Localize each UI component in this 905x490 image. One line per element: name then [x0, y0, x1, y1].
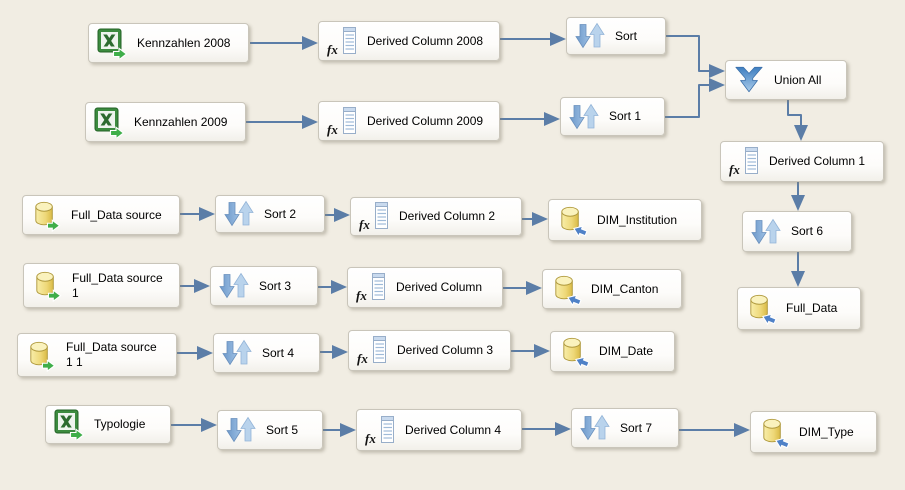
node-dim-canton[interactable]: DIM_Canton: [542, 269, 682, 309]
node-label: Derived Column 2009: [367, 113, 484, 128]
node-label: Kennzahlen 2009: [134, 114, 228, 129]
node-label: Sort 5: [266, 422, 299, 437]
node-dim-institution[interactable]: DIM_Institution: [548, 199, 702, 241]
db-destination-icon: [745, 293, 777, 325]
sort-icon: [223, 198, 255, 230]
node-sort-4[interactable]: Sort 4: [213, 333, 320, 373]
node-label: DIM_Canton: [591, 281, 659, 296]
node-sort-7[interactable]: Sort 7: [571, 408, 679, 448]
node-sort-2[interactable]: Sort 2: [215, 195, 325, 233]
node-label: DIM_Date: [599, 344, 654, 358]
db-destination-icon: [558, 336, 590, 368]
derived-column-icon: fx: [356, 335, 388, 367]
svg-text:fx: fx: [359, 217, 370, 232]
node-label: Sort 1: [609, 109, 642, 123]
node-label: Sort 3: [259, 278, 292, 293]
node-derived-column-1[interactable]: fx Derived Column 1: [720, 141, 884, 182]
sort-icon: [225, 414, 257, 446]
db-source-icon: [31, 270, 63, 302]
sort-icon: [221, 337, 253, 369]
node-typologie[interactable]: Typologie: [45, 405, 171, 444]
node-derived-column-3[interactable]: fx Derived Column 3: [348, 330, 511, 371]
db-destination-icon: [758, 416, 790, 449]
excel-source-icon: [53, 409, 85, 441]
node-label: Derived Column 2008: [367, 33, 484, 48]
connector-union-all-to-derived-column-1[interactable]: [787, 100, 808, 141]
node-full-data[interactable]: Full_Data: [737, 287, 861, 330]
derived-column-icon: fx: [728, 146, 760, 178]
sort-icon: [568, 101, 600, 133]
node-label: DIM_Institution: [597, 212, 678, 227]
node-label: DIM_Type: [799, 424, 854, 439]
svg-text:fx: fx: [356, 288, 367, 303]
node-full-data-source[interactable]: Full_Data source: [22, 195, 180, 235]
node-label: Sort 6: [791, 224, 824, 238]
node-derived-column-4[interactable]: fx Derived Column 4: [356, 409, 522, 451]
sort-icon: [579, 412, 611, 444]
connector-sort-1-to-union-all[interactable]: [665, 78, 725, 118]
connector-sort-to-union-all[interactable]: [666, 35, 725, 78]
node-kennzahlen-2008[interactable]: Kennzahlen 2008: [88, 23, 249, 63]
node-label: Sort: [615, 28, 638, 43]
sort-icon: [574, 20, 606, 52]
node-label: Full_Data: [786, 301, 838, 315]
node-label: Derived Column: [396, 280, 483, 294]
db-source-icon: [30, 199, 62, 232]
node-sort[interactable]: Sort: [566, 17, 666, 55]
sort-icon: [218, 270, 250, 302]
sort-icon: [750, 216, 782, 248]
node-derived-column[interactable]: fx Derived Column: [347, 267, 503, 308]
node-label: Derived Column 4: [405, 422, 502, 437]
node-derived-column-2008[interactable]: fx Derived Column 2008: [318, 21, 500, 61]
node-label: Typologie: [94, 417, 146, 431]
node-sort-1[interactable]: Sort 1: [560, 97, 665, 136]
node-label: Derived Column 2: [399, 209, 496, 223]
node-full-data-source-1-1[interactable]: Full_Data source 1 1: [17, 333, 177, 377]
node-dim-type[interactable]: DIM_Type: [750, 411, 877, 453]
node-label: Sort 2: [264, 206, 297, 221]
node-label: Full_Data source 1 1: [66, 340, 157, 369]
svg-text:fx: fx: [357, 351, 368, 366]
node-label: Sort 7: [620, 420, 653, 435]
node-label: Derived Column 1: [769, 154, 866, 168]
node-dim-date[interactable]: DIM_Date: [550, 331, 675, 372]
excel-source-icon: [93, 106, 125, 138]
svg-text:fx: fx: [327, 42, 338, 57]
node-label: Full_Data source 1: [72, 270, 163, 300]
derived-column-icon: fx: [326, 105, 358, 137]
svg-text:fx: fx: [729, 162, 740, 177]
node-derived-column-2[interactable]: fx Derived Column 2: [350, 197, 522, 236]
svg-text:fx: fx: [327, 122, 338, 137]
node-label: Derived Column 3: [397, 343, 494, 357]
db-destination-icon: [556, 204, 588, 237]
node-derived-column-2009[interactable]: fx Derived Column 2009: [318, 101, 500, 141]
db-source-icon: [25, 339, 57, 372]
derived-column-icon: fx: [355, 272, 387, 304]
node-label: Union All: [774, 72, 822, 87]
node-sort-3[interactable]: Sort 3: [210, 266, 318, 306]
union-all-icon: [733, 64, 765, 96]
excel-source-icon: [96, 27, 128, 59]
node-kennzahlen-2009[interactable]: Kennzahlen 2009: [85, 102, 246, 142]
derived-column-icon: fx: [364, 414, 396, 446]
node-full-data-source-1[interactable]: Full_Data source 1: [23, 263, 180, 308]
db-destination-icon: [550, 273, 582, 306]
node-sort-6[interactable]: Sort 6: [742, 211, 852, 252]
node-label: Full_Data source: [71, 207, 162, 222]
node-label: Kennzahlen 2008: [137, 35, 231, 50]
svg-text:fx: fx: [365, 431, 376, 446]
derived-column-icon: fx: [326, 25, 358, 57]
derived-column-icon: fx: [358, 201, 390, 233]
node-union-all[interactable]: Union All: [725, 60, 847, 100]
node-label: Sort 4: [262, 345, 295, 360]
node-sort-5[interactable]: Sort 5: [217, 410, 323, 450]
